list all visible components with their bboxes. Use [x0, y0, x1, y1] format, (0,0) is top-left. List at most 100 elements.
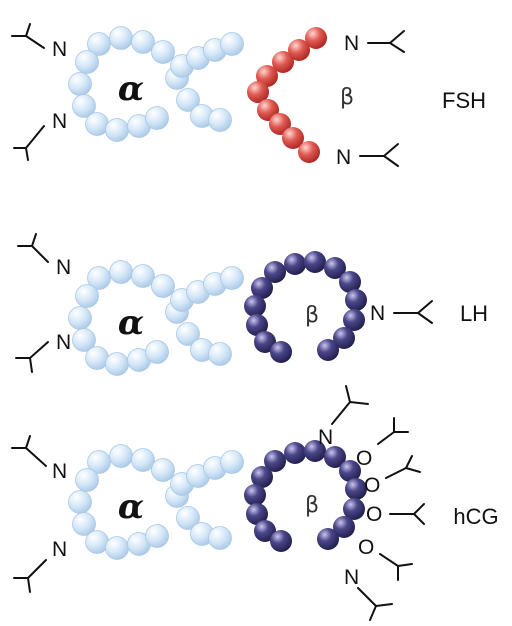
alpha-bead — [151, 40, 175, 64]
beta-bead — [333, 516, 355, 538]
alpha-bead — [75, 284, 99, 308]
n-link-label: N — [52, 110, 67, 133]
alpha-bead — [131, 264, 155, 288]
alpha-bead — [109, 444, 133, 468]
alpha-bead — [176, 88, 200, 112]
beta-bead — [246, 503, 268, 525]
beta-bead — [345, 289, 367, 311]
alpha-bead — [109, 260, 133, 284]
alpha-bead — [105, 536, 129, 560]
n-link-label: N — [52, 38, 67, 61]
alpha-bead — [131, 448, 155, 472]
alpha-bead — [176, 322, 200, 346]
beta-bead — [254, 331, 276, 353]
hcg-alpha-subunit — [68, 444, 244, 560]
hcg-beta-o-glycan-4: O — [358, 536, 413, 581]
fsh-alpha-glycan-top: N — [11, 23, 67, 61]
beta-bead — [284, 253, 306, 275]
beta-bead — [324, 257, 346, 279]
beta-bead — [333, 327, 355, 349]
alpha-bead — [145, 106, 169, 130]
o-link-label: O — [366, 503, 382, 526]
beta-bead — [256, 65, 278, 87]
hcg-beta-o-glycan-3: O — [366, 503, 425, 526]
alpha-bead — [109, 26, 133, 50]
beta-bead — [282, 127, 304, 149]
beta-bead — [324, 446, 346, 468]
beta-bead — [304, 251, 326, 273]
hcg-alpha-glycan-top: N — [11, 435, 67, 483]
hcg-beta-symbol: β — [305, 493, 319, 518]
alpha-bead — [75, 468, 99, 492]
hcg-alpha-symbol: α — [118, 487, 144, 527]
lh-alpha-glycan-bottom: N — [15, 331, 71, 373]
beta-bead — [269, 113, 291, 135]
fsh-alpha-glycan-bottom: N — [13, 110, 67, 161]
alpha-bead — [131, 30, 155, 54]
alpha-bead — [87, 266, 111, 290]
alpha-bead — [75, 50, 99, 74]
row-fsh: α β N N N N FSH — [11, 23, 486, 169]
beta-bead — [272, 51, 294, 73]
beta-bead — [343, 498, 365, 520]
beta-bead — [304, 440, 326, 462]
alpha-bead — [176, 506, 200, 530]
n-link-label: N — [52, 538, 67, 561]
alpha-bead — [220, 32, 244, 56]
n-link-label: N — [318, 426, 333, 449]
hcg-alpha-glycan-bottom: N — [13, 538, 67, 593]
alpha-bead — [72, 94, 96, 118]
n-link-label: N — [336, 146, 351, 169]
lh-beta-symbol: β — [305, 303, 319, 328]
beta-bead — [254, 520, 276, 542]
fsh-alpha-subunit — [68, 26, 244, 142]
alpha-bead — [220, 266, 244, 290]
beta-bead — [317, 339, 339, 361]
fsh-beta-glycan-top: N — [344, 30, 405, 55]
beta-bead — [284, 442, 306, 464]
fsh-beta-symbol: β — [340, 85, 354, 110]
lh-alpha-subunit — [68, 260, 244, 376]
alpha-bead — [208, 526, 232, 550]
fsh-beta-subunit — [247, 27, 327, 163]
hcg-beta-subunit — [244, 440, 367, 552]
alpha-bead — [105, 352, 129, 376]
o-link-label: O — [358, 536, 374, 559]
row-lh: α β N N N LH — [15, 233, 488, 376]
beta-bead — [244, 484, 266, 506]
beta-bead — [317, 528, 339, 550]
beta-bead — [264, 261, 286, 283]
hcg-beta-o-glycan-2: O — [364, 455, 421, 497]
lh-alpha-symbol: α — [118, 303, 144, 343]
alpha-bead — [151, 274, 175, 298]
n-link-label: N — [344, 32, 359, 55]
beta-bead — [270, 530, 292, 552]
n-link-label: N — [344, 566, 359, 589]
hcg-beta-n-glycan-top: N — [318, 385, 369, 449]
hcg-beta-n-glycan-bottom: N — [344, 566, 393, 621]
alpha-bead — [68, 490, 92, 514]
alpha-bead — [145, 340, 169, 364]
hcg-label: hCG — [453, 504, 498, 529]
alpha-bead — [220, 450, 244, 474]
beta-bead — [305, 27, 327, 49]
lh-alpha-glycan-top: N — [17, 233, 71, 279]
beta-bead — [246, 314, 268, 336]
n-link-label: N — [52, 460, 67, 483]
n-link-label: N — [370, 302, 385, 325]
alpha-bead — [85, 346, 109, 370]
fsh-alpha-symbol: α — [118, 69, 144, 109]
beta-bead — [343, 309, 365, 331]
row-hcg: α β N N N N O — [11, 385, 499, 621]
fsh-beta-glycan-bottom: N — [336, 143, 399, 169]
beta-bead — [251, 277, 273, 299]
alpha-bead — [208, 108, 232, 132]
alpha-bead — [85, 530, 109, 554]
beta-bead — [339, 460, 361, 482]
beta-bead — [247, 81, 269, 103]
n-link-label: N — [56, 331, 71, 354]
beta-bead — [298, 141, 320, 163]
beta-bead — [345, 478, 367, 500]
